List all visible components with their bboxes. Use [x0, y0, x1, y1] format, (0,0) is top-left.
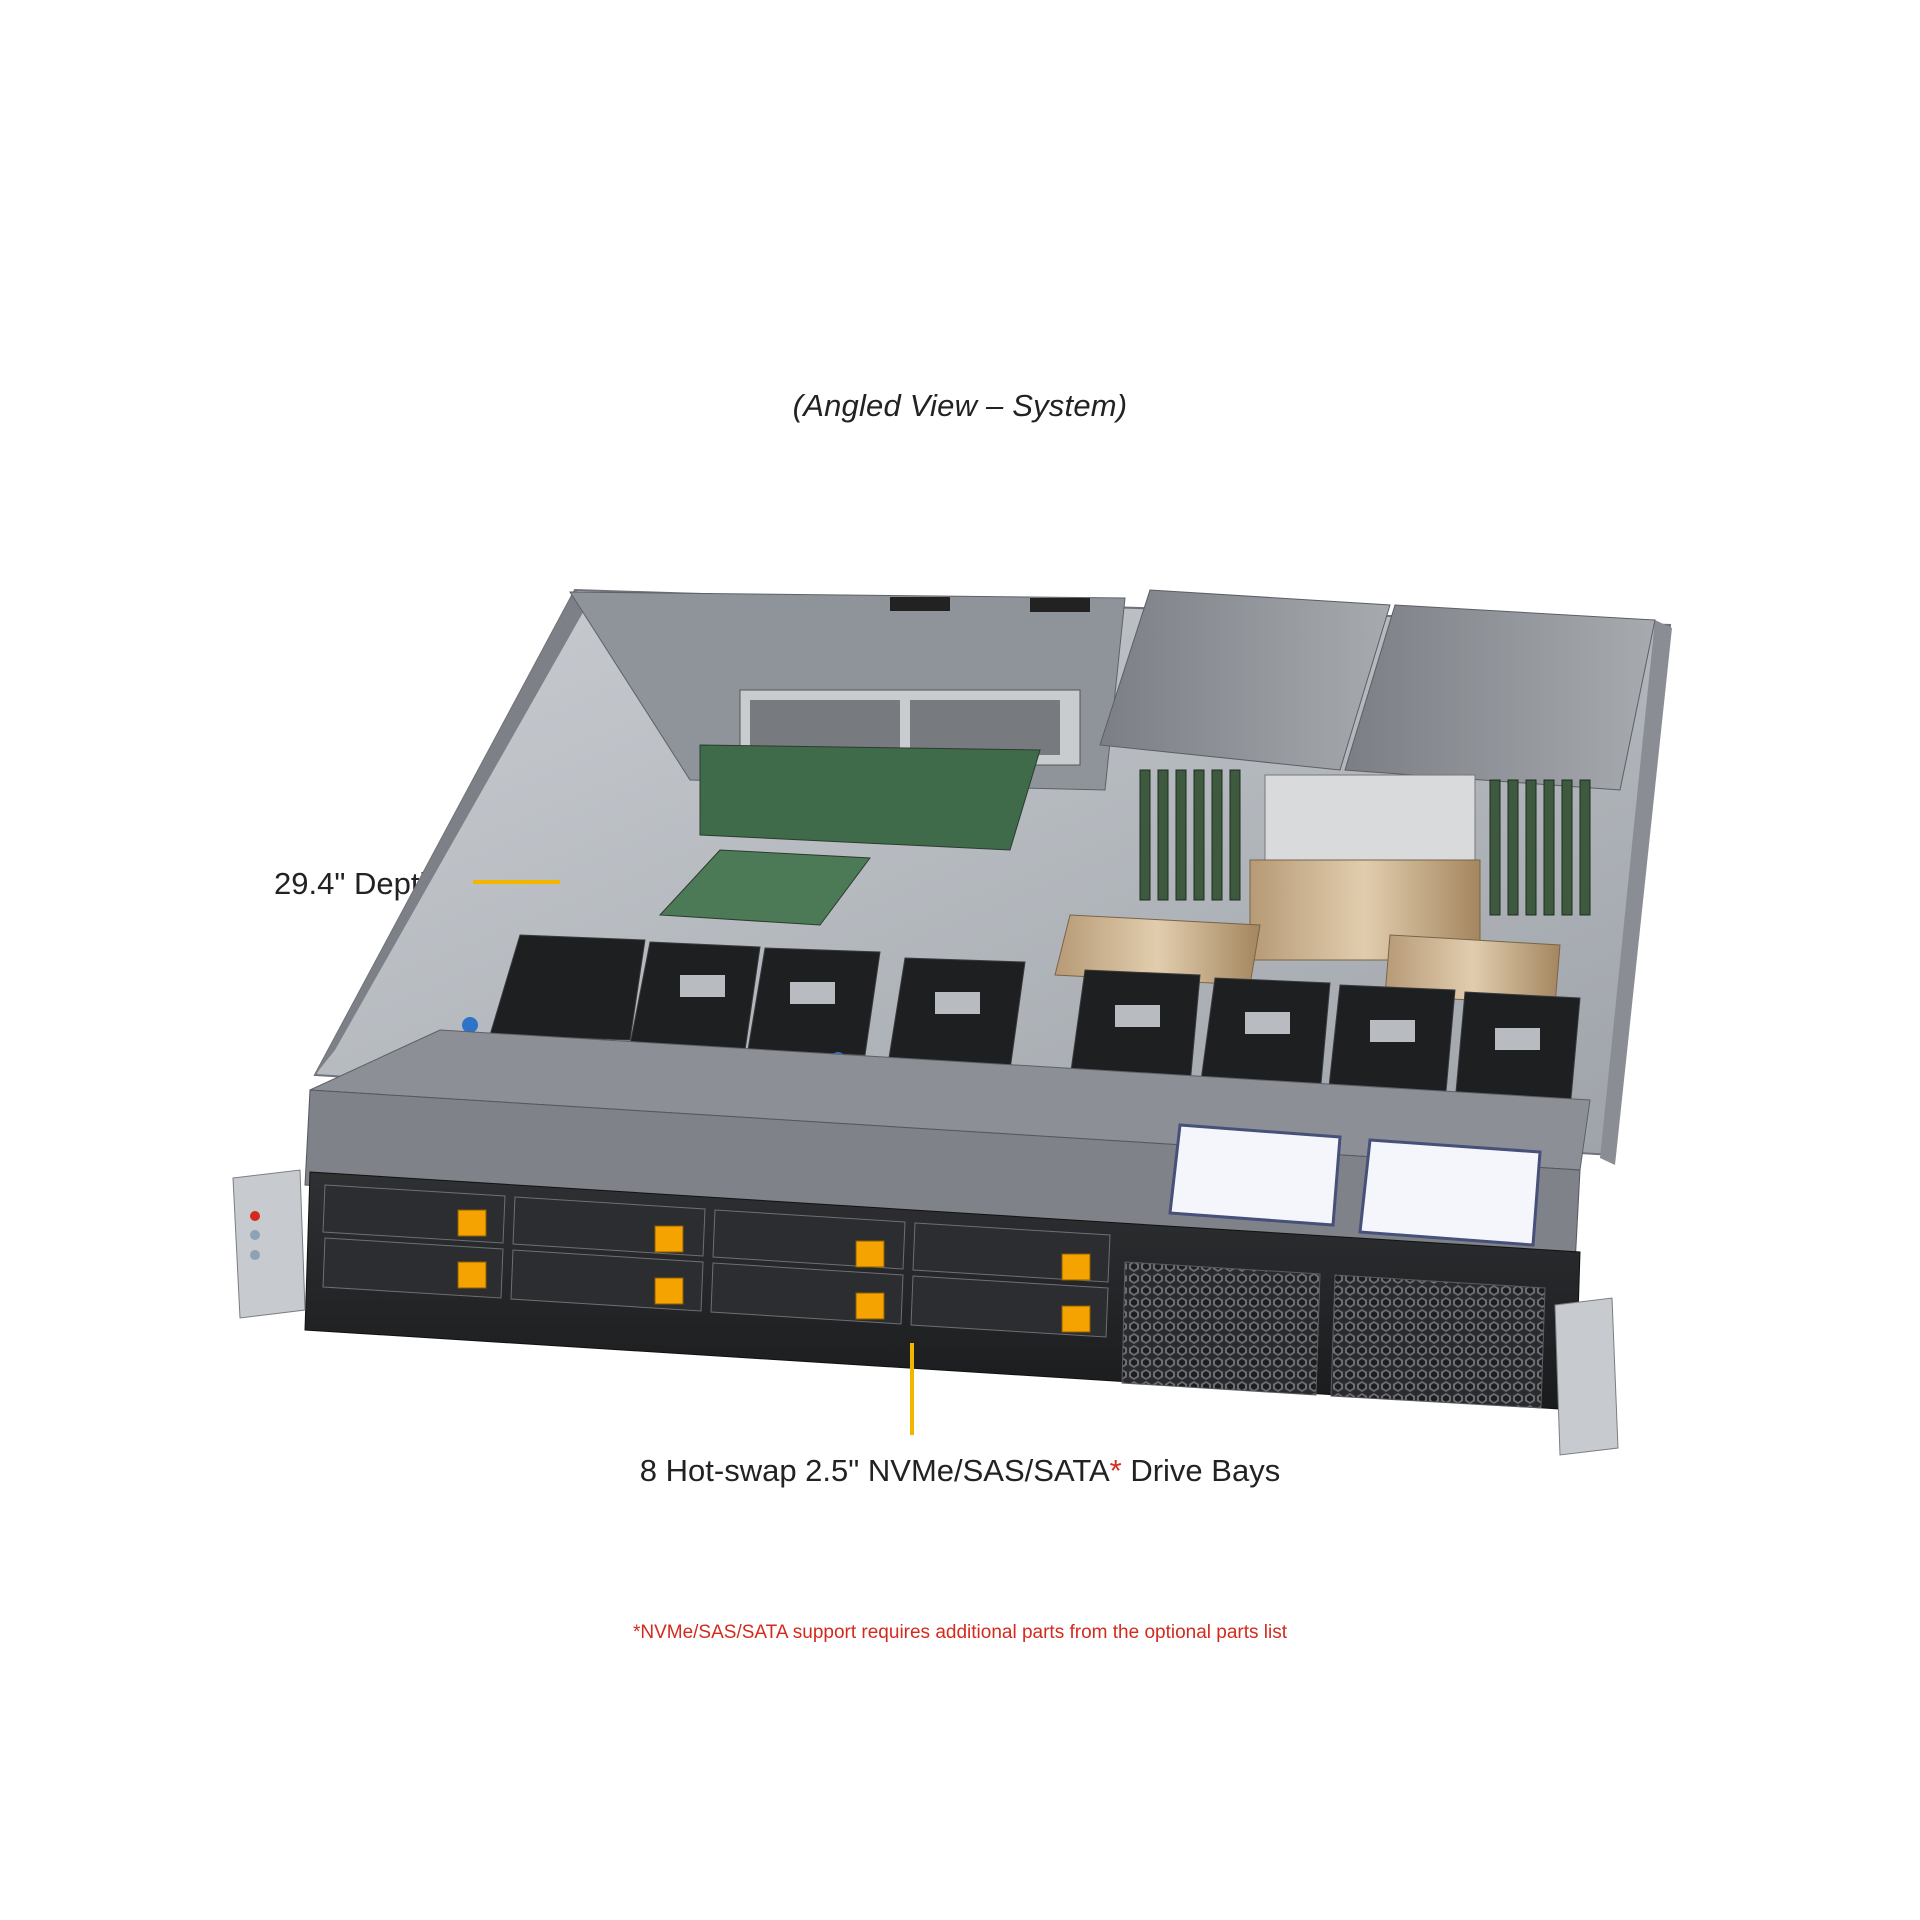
mainboard	[699, 744, 1041, 851]
fan-1	[489, 934, 646, 1041]
front-vent-right	[1330, 1274, 1546, 1409]
fan-5	[1069, 969, 1201, 1086]
drive-bays-asterisk: *	[1109, 1453, 1122, 1488]
riser-cover-right	[1344, 604, 1656, 791]
drive-bay-6	[710, 1262, 904, 1325]
drive-bays-label-tail: Drive Bays	[1121, 1453, 1281, 1488]
cpu-heatsink	[1054, 774, 1561, 1006]
chassis-left-wall	[315, 590, 590, 1075]
chassis-right-wall	[1600, 620, 1672, 1165]
figure-title: (Angled View – System)	[792, 388, 1128, 423]
depth-callout-label: 29.4" Depth	[274, 866, 437, 901]
fan-8	[1454, 991, 1581, 1111]
riser-cover-left	[1099, 589, 1391, 771]
fan-row	[489, 934, 1581, 1111]
riser-card	[658, 849, 871, 926]
dimm-bank-right	[1489, 779, 1591, 916]
footnote: *NVMe/SAS/SATA support requires addition…	[632, 1622, 1288, 1643]
spec-label-panel	[1168, 1123, 1542, 1247]
dimm-bank-left	[1139, 769, 1241, 901]
drive-bays-label-main: 8 Hot-swap 2.5" NVMe/SAS/SATA	[639, 1453, 1110, 1488]
front-vent-left	[1121, 1261, 1321, 1396]
drive-latches	[457, 1209, 1091, 1333]
rack-ear-right	[1554, 1297, 1619, 1456]
drive-bays-callout-label: 8 Hot-swap 2.5" NVMe/SAS/SATA* Drive Bay…	[0, 1453, 1920, 1489]
rack-ear-left	[232, 1169, 306, 1319]
drive-bay-7	[912, 1222, 1111, 1283]
drive-bay-8	[910, 1275, 1109, 1338]
